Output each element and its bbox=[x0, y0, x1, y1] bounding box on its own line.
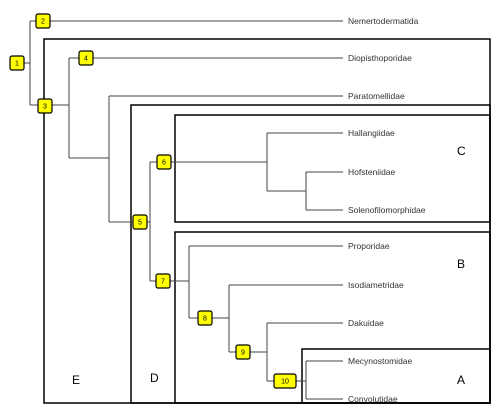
node-number: 2 bbox=[41, 19, 45, 26]
taxon-label: Nemertodermatida bbox=[348, 16, 419, 26]
group-box-d bbox=[130, 104, 491, 404]
node-marker: 1 bbox=[9, 55, 25, 71]
node-markers: 1 2 3 4 5 6 7 8 bbox=[9, 13, 297, 389]
node-number: 10 bbox=[281, 379, 289, 386]
node-number: 5 bbox=[138, 220, 142, 227]
group-box-a bbox=[301, 348, 491, 404]
node-number: 3 bbox=[43, 104, 47, 111]
group-label-a: A bbox=[457, 373, 465, 387]
node-number: 8 bbox=[203, 316, 207, 323]
taxon-label: Isodiametridae bbox=[348, 280, 404, 290]
group-label-c: C bbox=[457, 144, 466, 158]
node-number: 9 bbox=[241, 350, 245, 357]
tree-branches bbox=[17, 20, 343, 400]
node-marker: 5 bbox=[132, 214, 148, 230]
node-marker: 10 bbox=[273, 373, 297, 389]
taxon-labels: Nemertodermatida Diopisthoporidae Parato… bbox=[348, 16, 426, 404]
node-number: 4 bbox=[84, 56, 88, 63]
group-label-b: B bbox=[457, 257, 465, 271]
taxon-label: Diopisthoporidae bbox=[348, 53, 412, 63]
branch-node-4-inner bbox=[69, 96, 110, 222]
node-number: 7 bbox=[161, 279, 165, 286]
branch-hofsteniidae-solenofilomorphidae bbox=[267, 171, 343, 211]
node-marker: 2 bbox=[35, 13, 51, 29]
clade-boxes bbox=[43, 38, 491, 404]
taxon-label: Hofsteniidae bbox=[348, 167, 396, 177]
taxon-label: Convolutidae bbox=[348, 394, 398, 404]
node-marker: 7 bbox=[155, 273, 171, 289]
node-marker: 8 bbox=[197, 310, 213, 326]
taxon-label: Proporidae bbox=[348, 241, 390, 251]
group-label-d: D bbox=[150, 371, 159, 385]
group-box-c bbox=[174, 114, 491, 223]
node-marker: 4 bbox=[78, 50, 94, 66]
taxon-label: Solenofilomorphidae bbox=[348, 205, 426, 215]
taxon-label: Paratomellidae bbox=[348, 91, 405, 101]
group-labels: A B C D E bbox=[72, 144, 466, 387]
node-marker: 6 bbox=[156, 154, 172, 170]
taxon-label: Dakuidae bbox=[348, 318, 384, 328]
node-number: 1 bbox=[15, 61, 19, 68]
node-number: 6 bbox=[162, 160, 166, 167]
node-marker: 9 bbox=[235, 344, 251, 360]
taxon-label: Hallangiidae bbox=[348, 128, 395, 138]
group-label-e: E bbox=[72, 373, 80, 387]
taxon-label: Mecynostomidae bbox=[348, 356, 413, 366]
node-marker: 3 bbox=[37, 98, 53, 114]
